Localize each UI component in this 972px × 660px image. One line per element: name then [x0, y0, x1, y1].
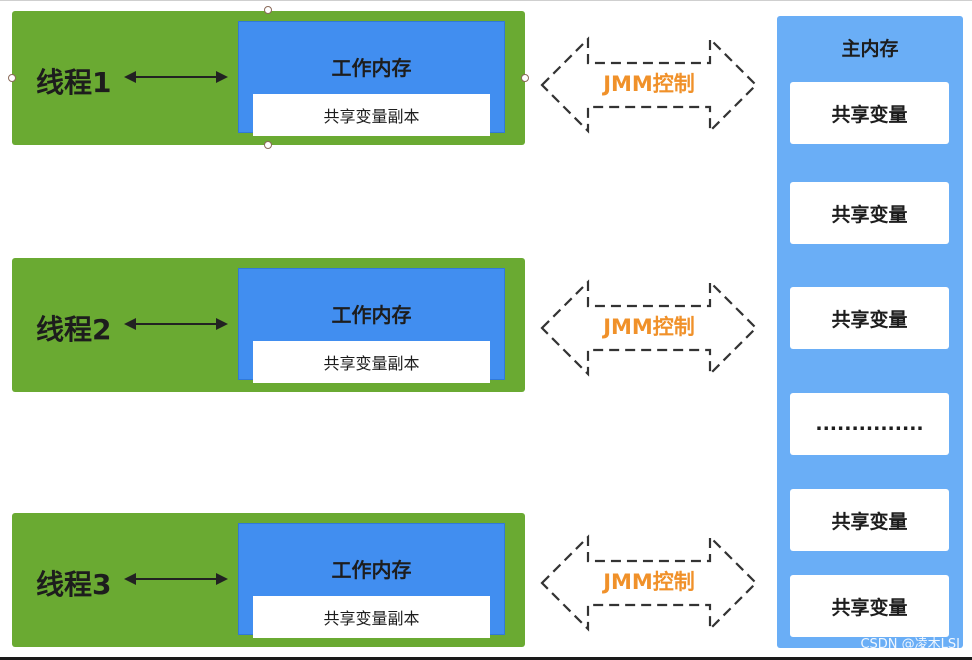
thread-1-work-memory: 工作内存 共享变量副本	[238, 21, 505, 136]
jmm-3-double-arrow-icon	[540, 534, 758, 632]
jmm-control-3: JMM控制	[538, 533, 760, 633]
thread-3-shared-copy: 共享变量副本	[253, 596, 490, 638]
jmm-control-1-label: JMM控制	[603, 72, 695, 96]
thread-1-shared-copy: 共享变量副本	[253, 94, 490, 136]
thread-1-double-arrow-icon	[124, 71, 228, 83]
thread-2-label: 线程2	[36, 313, 112, 346]
selection-handle-top[interactable]	[264, 6, 272, 14]
jmm-control-2-label: JMM控制	[603, 315, 695, 339]
main-memory-item-ellipsis: ...............	[790, 393, 949, 455]
thread-3-box: 线程3 工作内存 共享变量副本	[12, 513, 525, 647]
thread-3-label: 线程3	[36, 568, 112, 601]
thread-1-box: 线程1 工作内存 共享变量副本	[12, 11, 525, 145]
thread-2-work-memory: 工作内存 共享变量副本	[238, 268, 505, 383]
jmm-control-1: JMM控制	[538, 35, 760, 135]
thread-3-work-memory: 工作内存 共享变量副本	[238, 523, 505, 638]
selection-handle-bottom[interactable]	[264, 141, 272, 149]
thread-3-work-memory-title: 工作内存	[331, 558, 412, 582]
thread-1-work-memory-title: 工作内存	[331, 56, 412, 80]
thread-2-work-memory-title: 工作内存	[331, 303, 412, 327]
main-memory-item: 共享变量	[790, 575, 949, 637]
thread-2-double-arrow-icon	[124, 318, 228, 330]
main-memory-item: 共享变量	[790, 82, 949, 144]
thread-2-box: 线程2 工作内存 共享变量副本	[12, 258, 525, 392]
main-memory-title: 主内存	[841, 38, 899, 60]
watermark: CSDN @凌木LSJ	[860, 637, 960, 652]
main-memory-item: 共享变量	[790, 489, 949, 551]
frame-bottom-line	[0, 657, 972, 660]
jmm-control-3-label: JMM控制	[603, 570, 695, 594]
main-memory-item: 共享变量	[790, 182, 949, 244]
selection-handle-left[interactable]	[8, 74, 16, 82]
thread-3-double-arrow-icon	[124, 573, 228, 585]
selection-handle-right[interactable]	[521, 74, 529, 82]
thread-2-shared-copy: 共享变量副本	[253, 341, 490, 383]
main-memory: 主内存 共享变量 共享变量 共享变量 ............... 共享变量 …	[777, 16, 963, 648]
jmm-1-double-arrow-icon	[540, 36, 758, 134]
main-memory-item: 共享变量	[790, 287, 949, 349]
jmm-2-double-arrow-icon	[540, 279, 758, 377]
jmm-control-2: JMM控制	[538, 278, 760, 378]
thread-1-label: 线程1	[36, 66, 112, 99]
frame-top-line	[0, 0, 972, 1]
